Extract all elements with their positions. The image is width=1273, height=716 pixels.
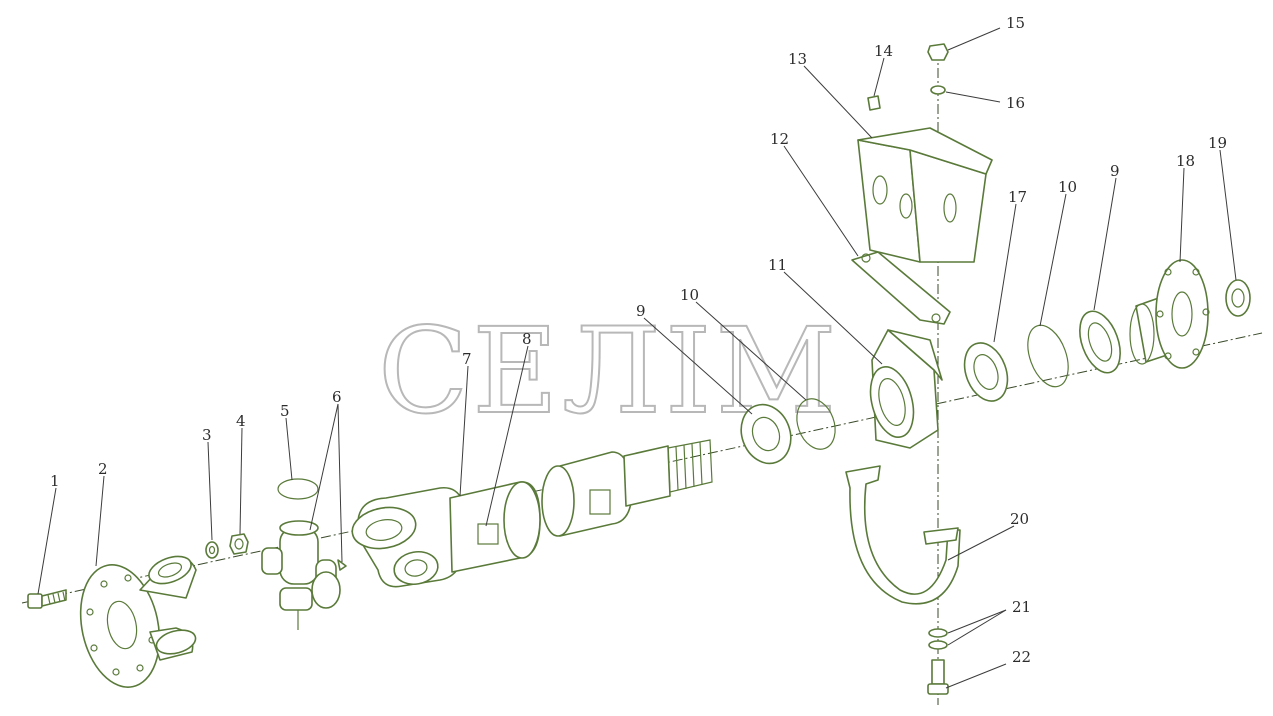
callout-6: 6	[332, 388, 342, 406]
callout-labels: 1 2 3 4 5 6 7 8 9 10 11 12 13 14 15 16 1…	[50, 14, 1227, 666]
callout-21: 21	[1012, 598, 1031, 616]
callout-22: 22	[1012, 648, 1031, 666]
callout-17: 17	[1008, 188, 1027, 206]
leader-15	[947, 27, 1001, 51]
leader-1	[37, 487, 57, 595]
leader-6b	[337, 403, 343, 563]
part-7-slip-yoke	[351, 481, 541, 588]
leader-17	[993, 203, 1017, 343]
callout-9b: 9	[1110, 162, 1120, 180]
leader-19	[1219, 149, 1237, 281]
leader-16	[945, 91, 1001, 103]
part-11-bearing-housing	[869, 329, 943, 449]
part-9-seal-left	[740, 403, 792, 465]
leader-2	[95, 475, 105, 567]
leader-18	[1179, 167, 1185, 263]
leader-10a	[695, 301, 807, 401]
part-4-nut	[229, 533, 249, 555]
part-17-bearing	[963, 342, 1009, 402]
part-21-washers-bottom	[928, 628, 948, 650]
part-1-bolt	[27, 589, 67, 609]
part-19-flange-nut	[1225, 279, 1251, 317]
leader-21b	[947, 609, 1007, 646]
callout-15: 15	[1006, 14, 1025, 32]
callout-7: 7	[462, 350, 472, 368]
callout-1: 1	[50, 472, 60, 490]
part-6-spider-cross	[261, 520, 347, 630]
leader-20	[947, 525, 1015, 561]
part-12-shim-plate	[851, 251, 951, 325]
leader-10b	[1039, 193, 1067, 327]
part-3-spring-washer	[205, 541, 219, 559]
callout-10b: 10	[1058, 178, 1077, 196]
part-22-bolt-bottom	[927, 659, 949, 695]
leader-13	[803, 65, 873, 139]
callout-11: 11	[768, 256, 787, 274]
callout-4: 4	[236, 412, 246, 430]
callout-14: 14	[874, 42, 893, 60]
callout-5: 5	[280, 402, 290, 420]
part-10-ring-left	[796, 398, 836, 450]
callout-13: 13	[788, 50, 807, 68]
leader-22	[945, 663, 1007, 689]
part-5-snap-ring	[277, 478, 319, 500]
leader-21a	[947, 609, 1007, 634]
leader-9b	[1093, 177, 1117, 311]
leader-3	[207, 441, 213, 541]
callout-3: 3	[202, 426, 212, 444]
callout-10a: 10	[680, 286, 699, 304]
part-20-strap-bracket	[845, 465, 961, 605]
callout-9a: 9	[636, 302, 646, 320]
callout-20: 20	[1010, 510, 1029, 528]
callout-18: 18	[1176, 152, 1195, 170]
part-14-screw	[867, 95, 881, 111]
part-15-nut-top	[927, 43, 949, 61]
callout-12: 12	[770, 130, 789, 148]
leader-12	[783, 145, 859, 257]
part-8-splined-shaft	[541, 439, 713, 537]
part-9-seal-right	[1079, 310, 1121, 374]
leader-8	[485, 345, 529, 527]
callout-8: 8	[522, 330, 532, 348]
leader-11	[783, 271, 883, 365]
callout-16: 16	[1006, 94, 1025, 112]
callout-19: 19	[1208, 134, 1227, 152]
part-16-washer-top	[930, 85, 946, 95]
leader-lines	[37, 27, 1237, 689]
leader-6a	[309, 403, 339, 531]
leader-5	[285, 417, 293, 481]
leader-9a	[643, 317, 753, 415]
callout-2: 2	[98, 460, 108, 478]
part-10-ring-right	[1027, 324, 1069, 388]
part-2-flange-yoke	[79, 555, 197, 688]
leader-14	[873, 57, 885, 97]
leader-4	[239, 427, 243, 535]
part-13-bracket	[857, 127, 993, 263]
leader-7	[459, 365, 469, 497]
part-18-companion-flange	[1129, 259, 1210, 369]
